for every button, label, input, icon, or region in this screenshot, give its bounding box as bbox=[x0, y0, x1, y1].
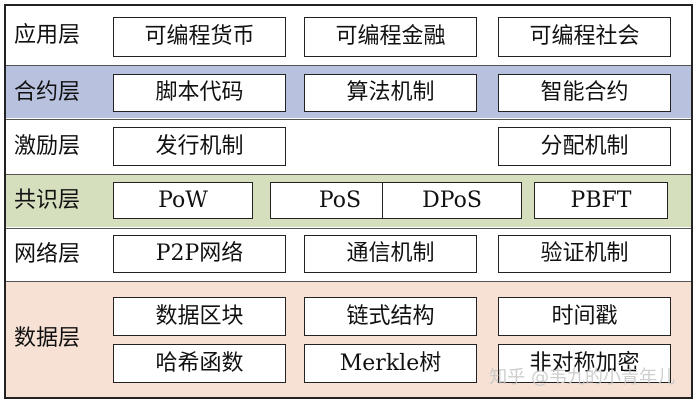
item-dpos: DPoS bbox=[382, 182, 522, 219]
layer-label-network: 网络层 bbox=[14, 242, 81, 267]
item-p2p-network: P2P网络 bbox=[113, 235, 286, 273]
item-communication-mechanism: 通信机制 bbox=[304, 235, 477, 273]
item-pow: PoW bbox=[113, 182, 253, 219]
item-chain-structure: 链式结构 bbox=[304, 297, 477, 336]
item-timestamp: 时间戳 bbox=[498, 297, 671, 336]
item-script-code: 脚本代码 bbox=[113, 74, 286, 112]
item-issuance-mechanism: 发行机制 bbox=[113, 127, 286, 166]
item-distribution-mechanism: 分配机制 bbox=[498, 127, 671, 166]
item-pbft: PBFT bbox=[534, 182, 668, 219]
item-algorithm-mechanism: 算法机制 bbox=[304, 74, 477, 112]
layer-label-consensus: 共识层 bbox=[14, 188, 81, 213]
watermark: 知乎 @韦九的小青年儿 bbox=[489, 367, 675, 388]
item-programmable-society: 可编程社会 bbox=[498, 17, 671, 57]
item-verification-mechanism: 验证机制 bbox=[498, 235, 671, 273]
item-programmable-finance: 可编程金融 bbox=[304, 17, 477, 57]
layer-label-contract: 合约层 bbox=[14, 80, 81, 105]
item-programmable-currency: 可编程货币 bbox=[113, 17, 286, 57]
item-hash-function: 哈希函数 bbox=[113, 344, 286, 383]
layer-label-application: 应用层 bbox=[14, 23, 81, 48]
layer-label-data: 数据层 bbox=[14, 326, 81, 351]
item-asymmetric-encryption: 非对称加密 bbox=[498, 344, 671, 383]
item-smart-contract: 智能合约 bbox=[498, 74, 671, 112]
layer-label-incentive: 激励层 bbox=[14, 134, 81, 159]
item-data-block: 数据区块 bbox=[113, 297, 286, 336]
item-merkle-tree: Merkle树 bbox=[304, 344, 477, 383]
